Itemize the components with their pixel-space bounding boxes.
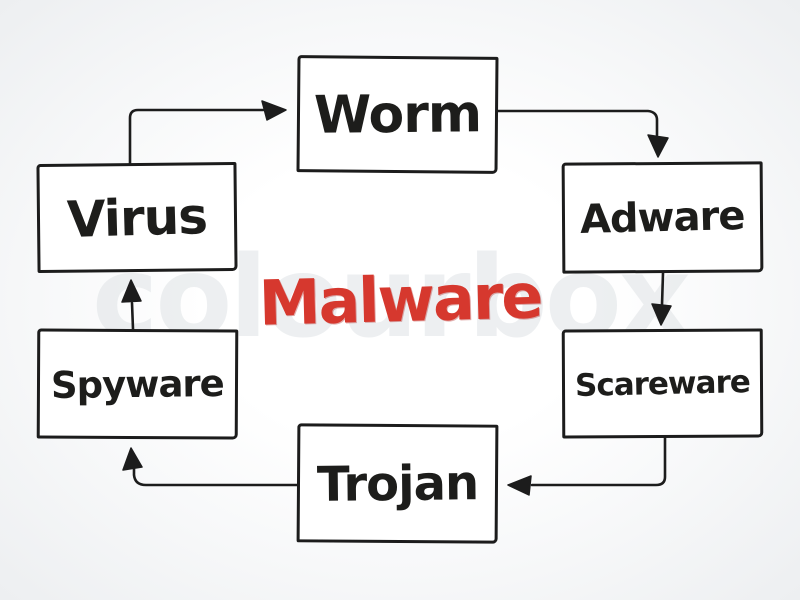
node-virus: Virus <box>36 161 238 274</box>
arrow-worm-to-adware <box>496 109 659 137</box>
node-spyware: Spyware <box>36 328 239 440</box>
arrow-adware-to-scareware <box>660 271 665 307</box>
arrow-virus-to-worm <box>128 108 265 165</box>
node-virus-label: Virus <box>66 186 208 249</box>
node-spyware-label: Spyware <box>50 361 225 407</box>
arrowhead-spyware-to-virus <box>121 279 142 303</box>
node-trojan: Trojan <box>296 423 499 544</box>
arrowhead-virus-to-worm <box>261 100 287 121</box>
center-title-malware: Malware <box>257 258 543 340</box>
node-adware-label: Adware <box>579 192 746 243</box>
arrow-trojan-to-spyware <box>132 467 299 487</box>
node-trojan-label: Trojan <box>316 454 479 513</box>
arrow-spyware-to-virus <box>130 301 135 331</box>
arrowhead-worm-to-adware <box>647 134 669 158</box>
arrowhead-scareware-to-trojan <box>507 475 532 496</box>
node-worm: Worm <box>296 55 499 174</box>
arrow-scareware-to-trojan <box>530 436 667 487</box>
node-scareware-label: Scareware <box>574 363 751 404</box>
node-worm-label: Worm <box>313 83 482 146</box>
arrowhead-trojan-to-spyware <box>122 447 143 471</box>
node-adware: Adware <box>561 161 764 274</box>
arrowhead-adware-to-scareware <box>651 303 672 326</box>
node-scareware: Scareware <box>561 328 764 439</box>
